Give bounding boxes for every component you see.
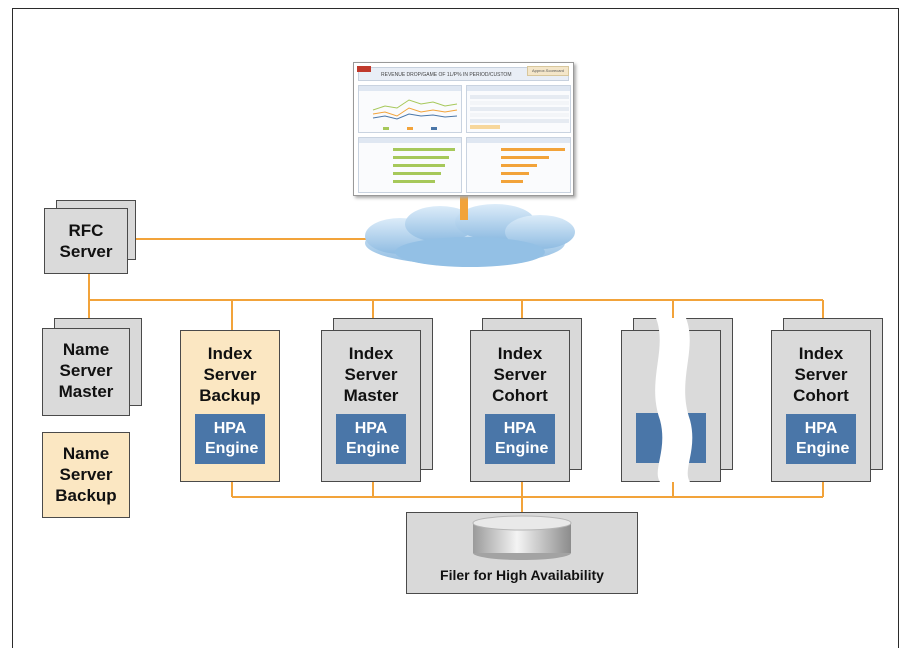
index-server-cohort: Index Server Cohort HPA Engine: [771, 330, 871, 482]
name-server-backup-label: Name Server Backup: [55, 444, 117, 505]
dashboard-logo-icon: [357, 66, 371, 72]
hpa-engine: [636, 413, 706, 463]
index-server-master: Index Server Master HPA Engine: [321, 330, 421, 482]
name-server-master: Name Server Master: [42, 328, 130, 416]
hpa-engine-label: HPA Engine: [796, 420, 850, 457]
dashboard-screenshot: REVENUE DROP/GAME OF 1L/P% IN PERIOD/CUS…: [353, 62, 574, 196]
hpa-engine: HPA Engine: [195, 414, 265, 464]
index-server-label: Index Server Backup: [199, 344, 261, 405]
storage-cylinder-icon: [472, 515, 572, 560]
name-server-backup: Name Server Backup: [42, 432, 130, 518]
dashboard-panel-table: [466, 85, 571, 133]
filer-box: Filer for High Availability: [406, 512, 638, 594]
hpa-engine-label: HPA Engine: [495, 420, 549, 457]
index-server-label: Index Server Master: [343, 344, 399, 405]
dashboard-headline: REVENUE DROP/GAME OF 1L/P% IN PERIOD/CUS…: [381, 72, 512, 78]
network-cloud: [365, 204, 575, 267]
index-server-label: Index Server Cohort: [492, 344, 548, 405]
index-server-elided: [621, 330, 721, 482]
hpa-engine-label: HPA Engine: [205, 420, 259, 457]
diagram-frame: [12, 8, 899, 648]
name-server-master-label: Name Server Master: [58, 340, 114, 401]
dashboard-panel-bars-orange: [466, 137, 571, 193]
hpa-engine: HPA Engine: [786, 414, 856, 464]
index-server-backup: Index Server Backup HPA Engine: [180, 330, 280, 482]
hpa-engine: HPA Engine: [336, 414, 406, 464]
hpa-engine-label: HPA Engine: [346, 420, 400, 457]
dashboard-badge: Approx.Scorecard: [527, 66, 569, 76]
dashboard-panel-line: [358, 85, 462, 133]
rfc-server-label: RFC Server: [59, 221, 113, 261]
index-server-label: Index Server Cohort: [793, 344, 849, 405]
index-server-cohort: Index Server Cohort HPA Engine: [470, 330, 570, 482]
hpa-engine: HPA Engine: [485, 414, 555, 464]
filer-label: Filer for High Availability: [440, 567, 604, 583]
dashboard-panel-bars-green: [358, 137, 462, 193]
rfc-server: RFC Server: [44, 208, 128, 274]
